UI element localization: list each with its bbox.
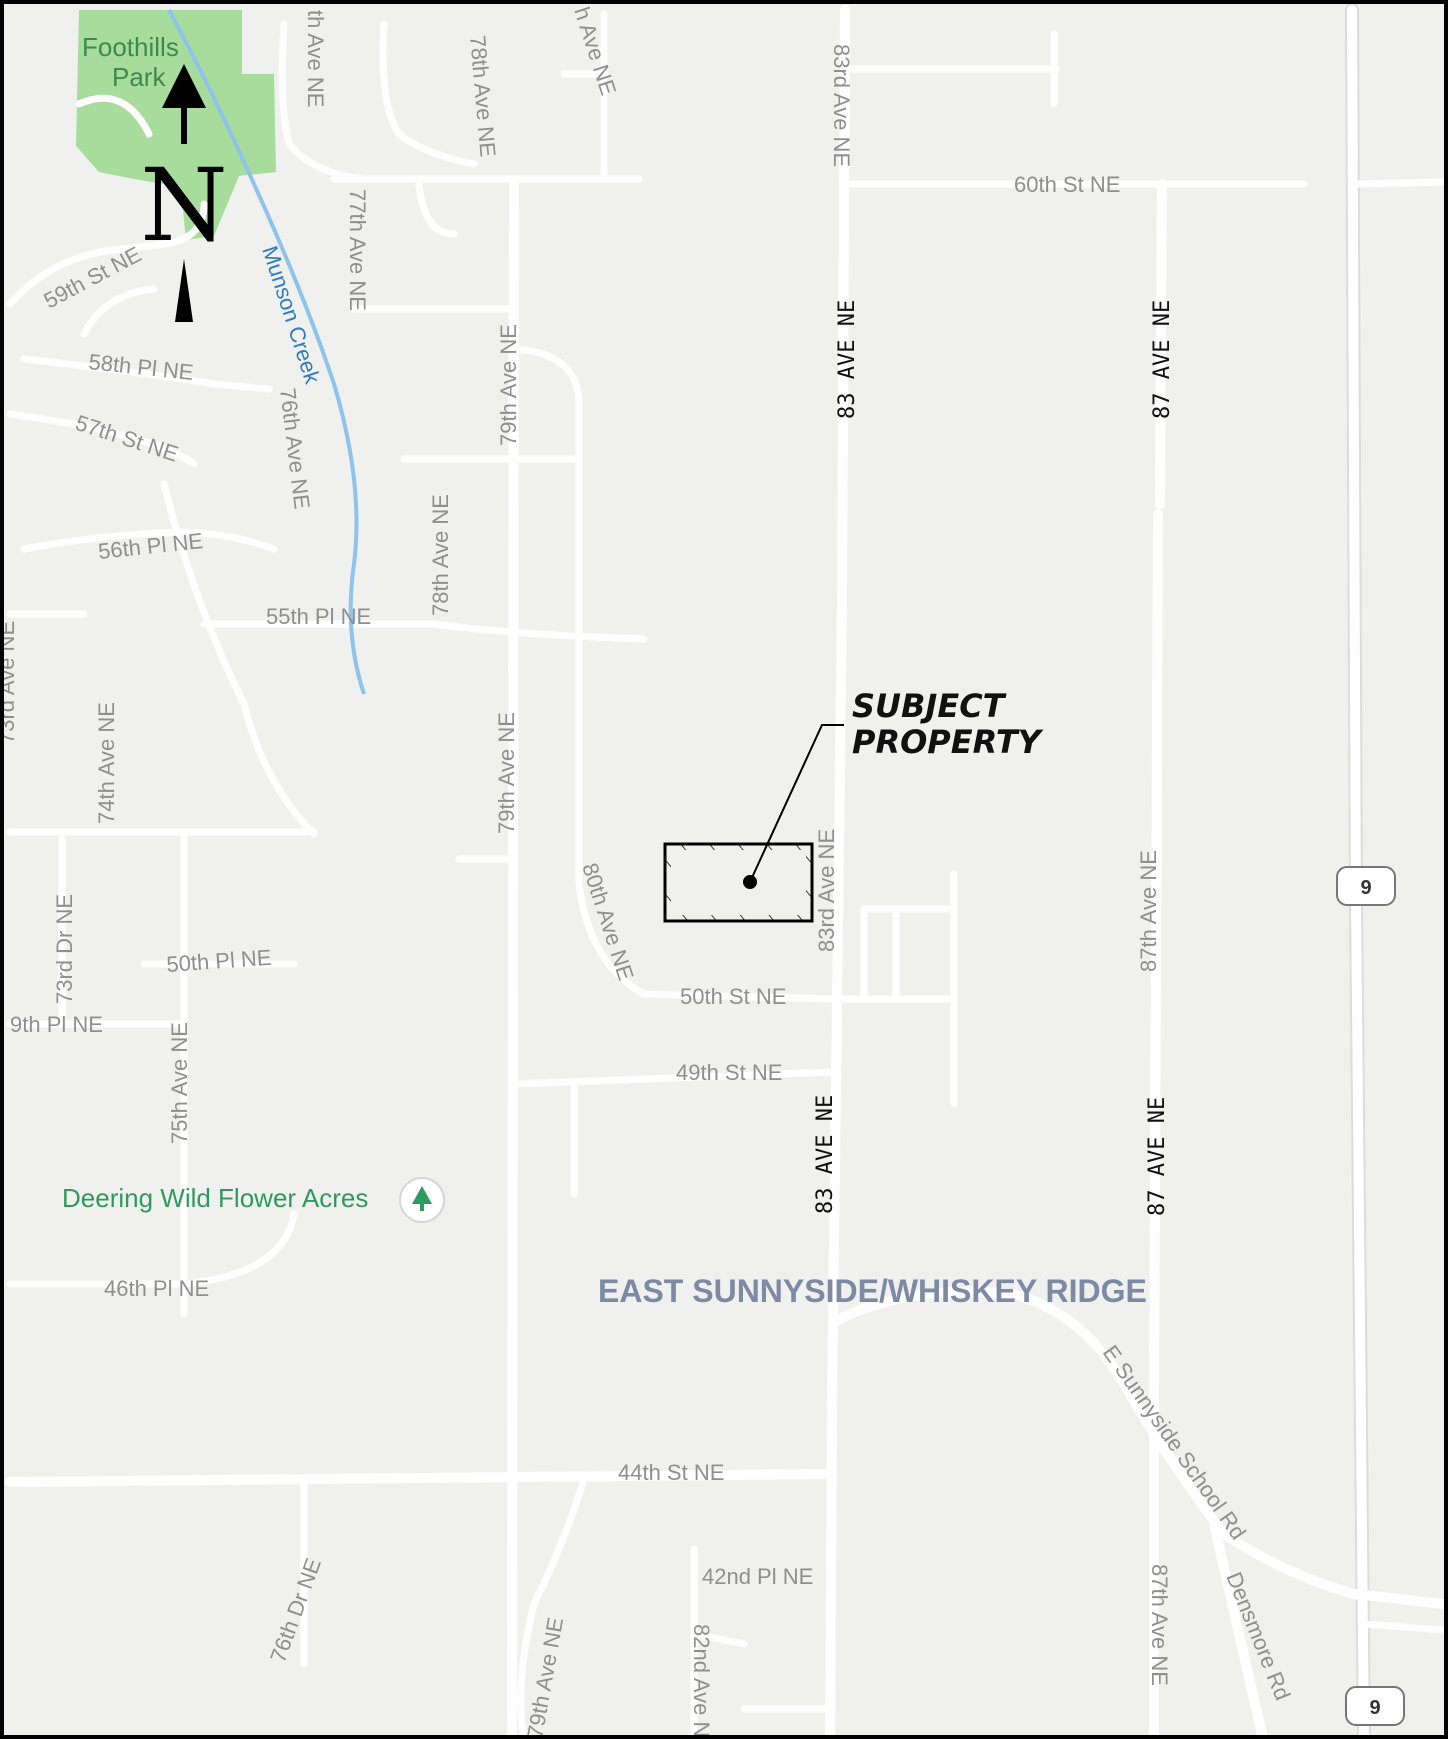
foothills-park-area [76, 10, 276, 240]
north-arrow-icon: N [140, 64, 228, 322]
park-label-line2: Park [112, 62, 166, 92]
poi-label[interactable]: Deering Wild Flower Acres [62, 1183, 368, 1213]
highway-shield-icon-upper: 9 [1336, 866, 1396, 906]
street-78th-mid: 78th Ave NE [428, 494, 453, 616]
street-73rd: 73rd Ave NE [4, 621, 19, 744]
map-canvas[interactable]: N Foothills Park Munson Creek 60th St NE… [4, 4, 1448, 1739]
street-75th: 75th Ave NE [167, 1022, 192, 1144]
subject-label-line2: PROPERTY [852, 723, 1044, 761]
street-79th-mid: 79th Ave NE [494, 712, 519, 834]
tree-icon[interactable] [399, 1177, 445, 1223]
street-44th: 44th St NE [618, 1460, 724, 1485]
minor-roads [6, 10, 1308, 1735]
street-76th: 76th Ave NE [275, 387, 315, 511]
street-87th-mid: 87th Ave NE [1136, 850, 1161, 972]
subject-property-marker[interactable] [663, 724, 844, 923]
street-74th: 74th Ave NE [94, 702, 119, 824]
legend-87-ave-top: 87 AVE NE [1150, 300, 1175, 419]
highway-shield-icon-lower: 9 [1345, 1686, 1405, 1726]
street-78th-top: 78th Ave NE [465, 34, 501, 158]
svg-text:9: 9 [1369, 1697, 1380, 1719]
street-73rd-dr: 73rd Dr NE [52, 894, 77, 1004]
street-49th-st: 49th St NE [676, 1060, 782, 1085]
street-top-ave2: h Ave NE [569, 4, 621, 98]
street-57th: 57th St NE [72, 410, 181, 467]
svg-text:9: 9 [1360, 877, 1371, 899]
legend-83-ave-top: 83 AVE NE [835, 300, 860, 419]
north-label: N [140, 147, 228, 264]
street-60th: 60th St NE [1014, 172, 1120, 197]
street-46th: 46th Pl NE [104, 1276, 209, 1301]
street-82nd: 82nd Ave NE [689, 1624, 714, 1739]
street-83rd-top: 83rd Ave NE [829, 44, 854, 167]
street-top-ave: th Ave NE [303, 10, 328, 107]
street-79th-top: 79th Ave NE [496, 324, 521, 446]
street-densmore: Densmore Rd [1221, 1569, 1295, 1704]
street-58th: 58th Pl NE [87, 349, 194, 385]
munson-creek [167, 9, 366, 695]
street-42nd: 42nd Pl NE [702, 1564, 813, 1589]
street-49th-pl: 9th Pl NE [10, 1012, 103, 1037]
area-label: EAST SUNNYSIDE/WHISKEY RIDGE [598, 1273, 1147, 1309]
street-76th-dr: 76th Dr NE [265, 1555, 326, 1666]
legend-83-ave-bot: 83 AVE NE [813, 1095, 838, 1214]
street-87th-bot: 87th Ave NE [1147, 1564, 1172, 1686]
major-roads [5, 5, 1444, 1735]
subject-label-line1: SUBJECT [852, 687, 1007, 725]
street-83rd-mid: 83rd Ave NE [814, 829, 839, 952]
street-77th: 77th Ave NE [345, 189, 370, 311]
legend-87-ave-bot: 87 AVE NE [1145, 1097, 1170, 1216]
creek-label: Munson Creek [257, 243, 325, 388]
street-55th: 55th Pl NE [266, 604, 371, 629]
street-50th-st: 50th St NE [680, 984, 786, 1009]
park-label-line1: Foothills [82, 32, 179, 62]
street-e-sunnyside: E Sunnyside School Rd [1098, 1341, 1251, 1545]
